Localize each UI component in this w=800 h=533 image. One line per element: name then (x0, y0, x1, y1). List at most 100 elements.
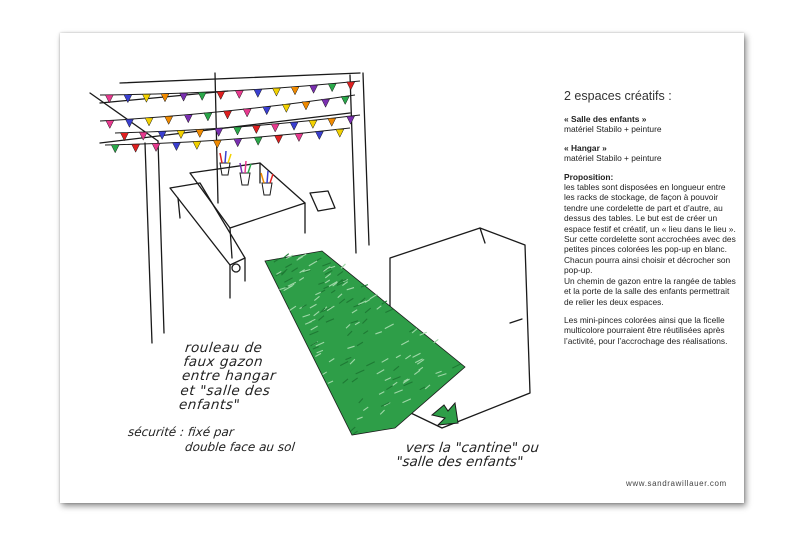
grass-stroke (378, 391, 385, 395)
grass-stroke (375, 331, 383, 335)
grass-stroke (363, 330, 369, 335)
grass-stroke (342, 378, 349, 384)
grass-stroke (369, 293, 378, 300)
pennant-flag (242, 108, 252, 118)
mini-pinces-block: Les mini-pinces colorées ainsi que la fi… (564, 315, 736, 346)
grass-stroke (409, 328, 415, 333)
grass-stroke (386, 385, 394, 391)
direction-line2: "salle des enfants" (395, 454, 524, 471)
grass-stroke (328, 358, 335, 363)
grass-stroke (418, 366, 424, 371)
hangar-block: « Hangar » matériel Stabilo + peinture (564, 143, 736, 164)
grass-stroke (391, 381, 398, 387)
sketch-illustration (89, 72, 531, 436)
pennant-flag (327, 118, 337, 127)
grass-stroke (345, 323, 351, 329)
document-page: rouleau de faux gazon entre hangar et "s… (60, 33, 744, 503)
caption-line: entre hangar (181, 368, 277, 385)
grass-stroke (342, 281, 348, 286)
pennant-flag (214, 128, 224, 137)
grass-stroke (309, 318, 316, 323)
pennant-flag (308, 120, 318, 129)
pennant-flag (289, 121, 299, 131)
pennant-flag (183, 114, 193, 124)
grass-stroke (313, 311, 320, 317)
grass-stroke (281, 270, 286, 276)
pennant-flag (294, 133, 304, 143)
security-label: sécurité : (127, 425, 185, 439)
pennant-flag (270, 123, 280, 133)
hangar-body: matériel Stabilo + peinture (564, 153, 662, 164)
grass-stroke (347, 330, 353, 337)
grass-caption: rouleau de faux gazon entre hangar et "s… (178, 340, 280, 413)
grass-stroke (353, 430, 358, 435)
grass-stroke (353, 303, 362, 308)
pennant-flag (274, 135, 283, 144)
grass-stroke (304, 269, 311, 273)
grass-stroke (403, 378, 409, 382)
salle-heading: « Salle des enfants » (564, 114, 647, 124)
grass-stroke (340, 263, 346, 269)
grass-stroke (380, 401, 390, 407)
grass-stroke (316, 349, 324, 354)
pennant-flag (192, 141, 202, 150)
grass-stroke (419, 331, 427, 336)
grass-stroke (308, 260, 318, 267)
direction-note: vers la "cantine" ou "salle des enfants" (395, 440, 539, 470)
grass-stroke (349, 358, 356, 365)
grass-stroke (289, 305, 297, 311)
pennant-flag (251, 125, 261, 135)
grass-stroke (339, 361, 349, 367)
pen-cup-1 (219, 162, 231, 176)
grass-stroke (302, 313, 311, 318)
pennant-flag (309, 85, 318, 94)
grass-stroke (384, 377, 392, 381)
salle-block: « Salle des enfants » matériel Stabilo +… (564, 114, 736, 135)
pennant-flag (144, 117, 154, 127)
pennant-flag (321, 98, 330, 108)
grass-stroke (319, 307, 326, 313)
grass-stroke (299, 269, 305, 274)
grass-stroke (360, 284, 369, 288)
pennant-flag (340, 96, 350, 106)
grass-stroke (324, 270, 333, 275)
grass-texture (273, 253, 461, 435)
grass-stroke (452, 363, 461, 369)
grass-stroke (284, 277, 293, 283)
pennant-flag (138, 131, 148, 141)
grass-stroke (287, 281, 297, 287)
pennant-flag (105, 120, 115, 130)
pen-cup-2 (239, 172, 251, 186)
grass-path (264, 250, 466, 436)
grass-stroke (351, 309, 358, 314)
grass-stroke (315, 341, 325, 347)
grass-stroke (356, 416, 363, 420)
pennant-flag (179, 92, 188, 102)
pennant-flag (120, 132, 129, 142)
pennant-flag (131, 143, 141, 153)
pennant-flag (253, 89, 263, 98)
grass-stroke (285, 263, 293, 268)
grass-stroke (435, 370, 442, 375)
grass-stroke (322, 371, 328, 375)
grass-stroke (413, 369, 421, 375)
grass-stroke (325, 318, 335, 323)
grass-stroke (354, 321, 360, 326)
security-line1: fixé par (187, 425, 235, 439)
grass-stroke (414, 358, 423, 364)
pennant-flag (301, 101, 311, 111)
pennant-flag (212, 139, 222, 149)
grass-stroke (321, 306, 332, 313)
grass-stroke (347, 345, 355, 349)
grass-stroke (419, 386, 426, 391)
pennant-flag (203, 112, 213, 122)
left-rack-pole (144, 142, 153, 344)
bunting-string (99, 80, 361, 96)
salle-body: matériel Stabilo + peinture (564, 124, 662, 135)
grass-stroke (273, 258, 280, 263)
grass-stroke (323, 285, 330, 290)
pennant-flag (160, 93, 170, 103)
grass-stroke (376, 369, 385, 375)
grass-stroke (392, 376, 401, 381)
grass-stroke (403, 381, 413, 387)
